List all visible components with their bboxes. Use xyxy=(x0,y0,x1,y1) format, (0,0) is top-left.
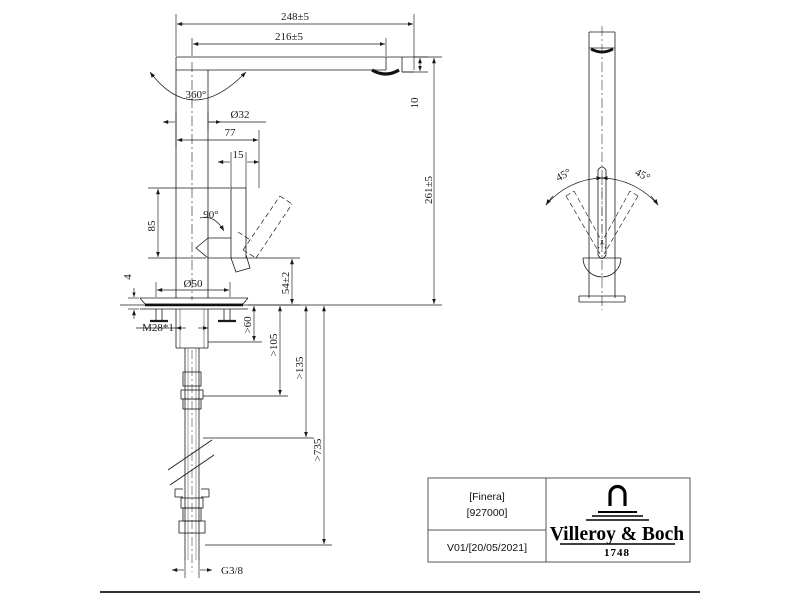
dimension-labels-side: 248±5 216±5 10 261±5 360° Ø32 77 15 85 9… xyxy=(122,11,435,577)
brand-year: 1748 xyxy=(604,547,630,559)
dim-outlet-height: 10 xyxy=(409,97,421,109)
dim-base-diameter: Ø50 xyxy=(184,278,203,290)
dim-swivel-full: 360° xyxy=(186,89,207,101)
revision-date: V01/[20/05/2021] xyxy=(447,542,527,554)
brand-name: Villeroy & Boch xyxy=(550,524,684,545)
dim-counter-thickness-min: >60 xyxy=(242,316,254,334)
dim-handle-width: 15 xyxy=(233,149,245,161)
article-number: [927000] xyxy=(467,507,508,519)
dim-shank-min: >105 xyxy=(268,333,280,356)
product-name: [Finera] xyxy=(469,491,505,503)
dim-base-plate-thickness: 4 xyxy=(122,274,134,280)
dim-thread: M28*1 xyxy=(142,322,174,334)
dim-lever-clearance: 54±2 xyxy=(280,272,292,295)
front-view-labels: 45° 45° xyxy=(554,166,652,184)
front-view-swivel-dimensions xyxy=(545,176,659,255)
villeroy-boch-fountain-mark xyxy=(586,484,649,521)
title-block: [Finera] [927000] V01/[20/05/2021] Ville… xyxy=(427,477,691,563)
dimension-lines-side xyxy=(128,14,442,578)
dim-connection-thread: G3/8 xyxy=(221,565,244,577)
front-view-geometry xyxy=(578,26,626,310)
side-view-geometry xyxy=(120,56,414,572)
dim-body-diameter: Ø32 xyxy=(231,109,250,121)
dim-spout-total-reach: 248±5 xyxy=(281,11,310,23)
dim-fixing-min: >135 xyxy=(294,356,306,379)
dim-handle-travel: 90° xyxy=(203,209,218,221)
dim-swivel-right: 45° xyxy=(633,166,652,184)
dim-spout-inner-reach: 216±5 xyxy=(275,31,304,43)
dim-overall-height: 261±5 xyxy=(423,175,435,204)
dim-handle-height: 85 xyxy=(146,220,158,232)
dim-hose-length-min: >735 xyxy=(312,438,324,461)
dim-swivel-left: 45° xyxy=(554,166,573,184)
dim-handle-offset: 77 xyxy=(225,127,237,139)
